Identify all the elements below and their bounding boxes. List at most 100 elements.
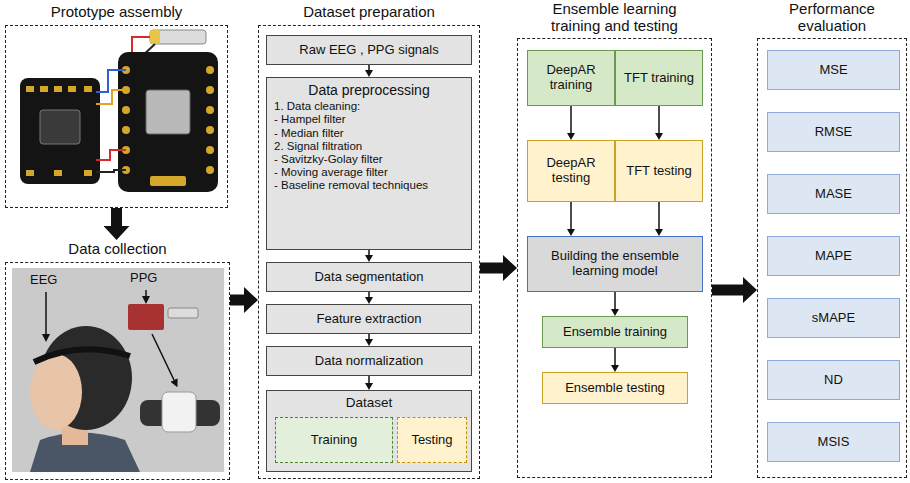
block-arrow (111, 208, 122, 226)
hole (206, 166, 214, 174)
wire (96, 90, 126, 104)
battery (150, 30, 206, 44)
ppg-board (128, 304, 164, 330)
testing-box: TFT testing (615, 140, 703, 202)
pad (54, 86, 62, 92)
box-label: DeepAR testing (533, 156, 609, 186)
flow-arrow (368, 292, 370, 297)
collection-photo (12, 268, 224, 472)
flow-arrow (368, 334, 370, 339)
wrist-device (162, 392, 196, 432)
metric-box: MAPE (767, 236, 900, 276)
flow-arrow (658, 202, 660, 229)
hole (206, 146, 214, 154)
metric-box: ND (767, 360, 900, 400)
pad (40, 86, 48, 92)
box-label: DeepAR training (533, 63, 609, 93)
flow-arrow (368, 65, 370, 70)
flow-arrow (614, 292, 616, 309)
wire (96, 70, 126, 92)
eeg-headband (34, 349, 130, 362)
list-item: - Median filter (274, 127, 344, 140)
flow-arrow (368, 376, 370, 383)
process-box: Data preprocessing1. Data cleaning:- Ham… (266, 77, 472, 250)
hole (206, 106, 214, 114)
box-label: Training (311, 433, 357, 448)
leader-arrow (152, 334, 174, 380)
pad (26, 170, 34, 176)
panel-heading: Data collection (5, 240, 230, 257)
photo-ground (12, 268, 224, 472)
box-label: MSIS (818, 435, 850, 450)
box-label: Dataset (346, 395, 393, 411)
box-label: RMSE (815, 125, 853, 140)
training-box: DeepAR training (527, 50, 615, 106)
prototype-illustration (20, 30, 218, 192)
pad (68, 86, 76, 92)
face (30, 354, 82, 430)
block-arrow (230, 295, 244, 306)
pad (84, 86, 92, 92)
controller-chip (146, 90, 190, 134)
sensor-chip (40, 110, 80, 144)
list-item: 2. Signal filtration (274, 140, 362, 153)
panel-heading: Ensemble learning training and testing (530, 0, 700, 35)
box-label: MAPE (815, 249, 852, 264)
controller-board (118, 52, 218, 192)
block-arrow (712, 285, 743, 296)
pad (26, 86, 34, 92)
box-label: sMAPE (812, 311, 855, 326)
sensor-board (20, 78, 100, 184)
board-pads (26, 86, 92, 176)
list-item: - Baseline removal techniques (274, 179, 428, 192)
box-label: Testing (411, 433, 452, 448)
signal-label: PPG (130, 270, 157, 285)
box-label: ND (824, 373, 843, 388)
split-box: Testing (397, 417, 467, 463)
wire (96, 150, 126, 160)
hole (206, 126, 214, 134)
metric-box: sMAPE (767, 298, 900, 338)
ppg-battery (168, 308, 198, 318)
hole (122, 126, 130, 134)
metric-box: MASE (767, 174, 900, 214)
stage-panel: DeepAR training TFT trainingDeepAR testin… (517, 0, 712, 478)
flow-arrow (570, 106, 572, 133)
panel-heading: Performance evaluation (772, 0, 892, 35)
panel-heading: Prototype assembly (5, 3, 228, 20)
process-box: Feature extraction (266, 304, 472, 334)
training-box: TFT training (615, 50, 703, 106)
box-label: Feature extraction (317, 312, 422, 327)
dataset-box: Training Testing Dataset (266, 390, 472, 472)
process-box: Building the ensemble learning model (527, 236, 703, 292)
process-box: Raw EEG , PPG signals (266, 35, 472, 65)
list-item: - Savitzky-Golay filter (274, 153, 383, 166)
box-label: TFT testing (626, 164, 692, 179)
box-label: TFT training (624, 71, 694, 86)
hole (122, 106, 130, 114)
stage-panel: Raw EEG , PPG signalsData preprocessing1… (258, 3, 480, 479)
pad (84, 170, 92, 176)
split-box: Training (275, 417, 393, 463)
block-arrow (480, 263, 503, 274)
box-label: Data segmentation (314, 270, 423, 285)
box-label: Ensemble testing (565, 381, 665, 396)
metric-box: RMSE (767, 112, 900, 152)
process-box: Data normalization (266, 346, 472, 376)
signal-label: EEG (30, 272, 57, 287)
box-label: MASE (815, 187, 852, 202)
training-box: Ensemble training (542, 316, 688, 348)
box-label: Data normalization (315, 354, 423, 369)
hole (206, 86, 214, 94)
stage-panel: Prototype assembly (5, 3, 228, 208)
metric-box: MSE (767, 50, 900, 90)
box-label: Ensemble training (563, 325, 667, 340)
testing-box: DeepAR testing (527, 140, 615, 202)
leader-arrow (145, 290, 147, 296)
panel-heading: Dataset preparation (258, 3, 480, 20)
list-item: - Hampel filter (274, 113, 346, 126)
flow-arrow (658, 106, 660, 133)
flow-arrow (368, 250, 370, 255)
